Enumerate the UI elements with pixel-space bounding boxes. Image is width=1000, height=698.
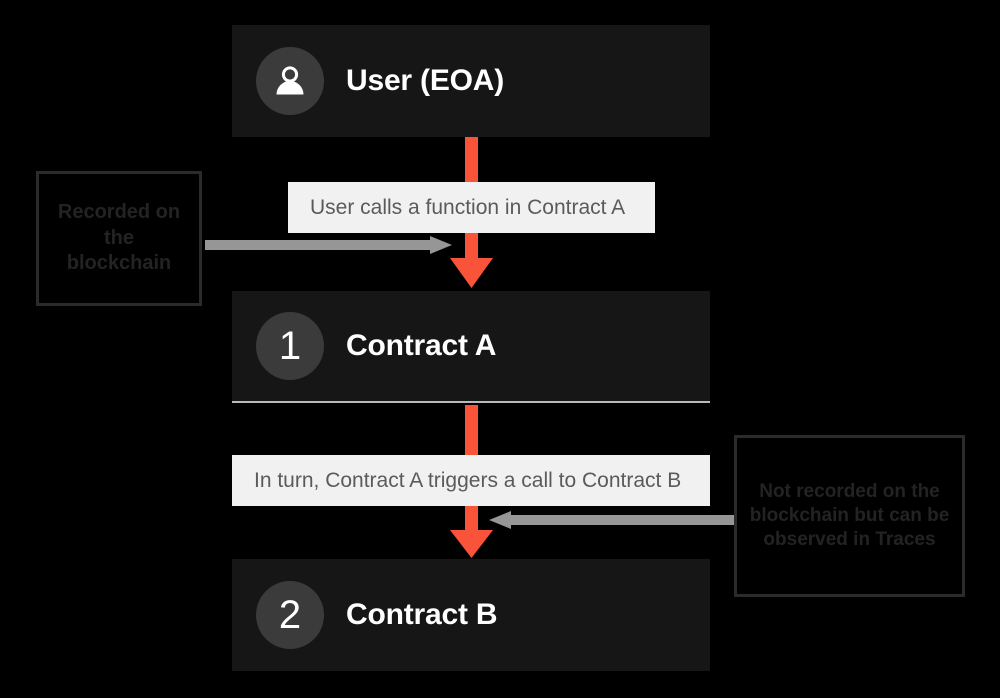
- arrow-contract-a-to-contract-b-lower: [450, 505, 493, 558]
- node-contract-b[interactable]: 2 Contract B: [232, 559, 710, 671]
- node-contract-a-label: Contract A: [346, 329, 497, 362]
- arrow-contract-a-to-contract-b-upper: [465, 405, 478, 457]
- step-number-badge: 2: [256, 581, 324, 649]
- arrow-note-right: [489, 511, 734, 529]
- node-user-eoa-label: User (EOA): [346, 64, 505, 97]
- node-user-eoa[interactable]: User (EOA): [232, 25, 710, 137]
- node-contract-a[interactable]: 1 Contract A: [232, 291, 710, 403]
- caption-user-calls-contract-a: User calls a function in Contract A: [288, 182, 655, 233]
- person-icon: [256, 47, 324, 115]
- step-number-badge: 1: [256, 312, 324, 380]
- node-contract-b-label: Contract B: [346, 598, 498, 631]
- note-not-recorded-on-blockchain: Not recorded on the blockchain but can b…: [734, 435, 965, 597]
- arrow-user-to-contract-a-lower: [450, 232, 493, 288]
- note-recorded-on-blockchain: Recorded on the blockchain: [36, 171, 202, 306]
- arrow-note-left: [205, 236, 452, 254]
- arrow-user-to-contract-a-upper: [465, 137, 478, 185]
- caption-contract-a-calls-contract-b: In turn, Contract A triggers a call to C…: [232, 455, 710, 506]
